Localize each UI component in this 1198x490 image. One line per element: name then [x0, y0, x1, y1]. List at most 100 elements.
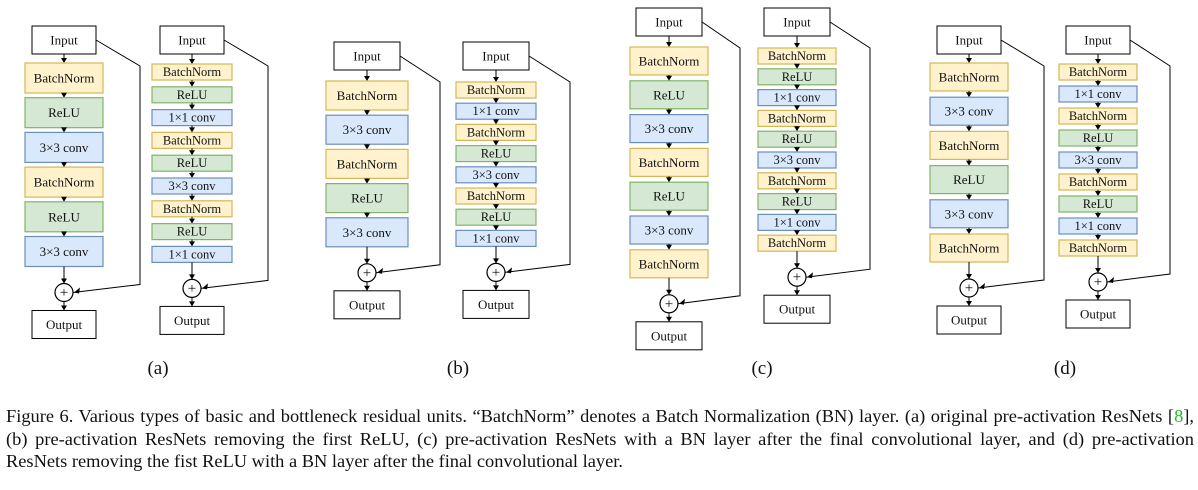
- arrow-head: [189, 59, 195, 64]
- arrow-head: [794, 188, 800, 194]
- output-box: [333, 290, 401, 320]
- output-label: Output: [951, 313, 988, 328]
- arrow-head: [1095, 295, 1101, 300]
- conv1-label: 1×1 conv: [1075, 219, 1123, 233]
- relu-label: ReLU: [177, 225, 208, 239]
- arrow-head: [1108, 277, 1114, 283]
- conv1-label: 1×1 conv: [1075, 87, 1123, 101]
- bn-layer: [629, 147, 709, 177]
- output-label: Output: [1080, 307, 1117, 322]
- arrow-head: [493, 258, 499, 264]
- arrow-head: [61, 278, 67, 284]
- bn-label: BatchNorm: [639, 155, 700, 170]
- caption-text-start: Figure 6. Various types of basic and bot…: [6, 406, 1175, 426]
- subfigure-label-b: (b): [446, 358, 470, 379]
- relu-label: ReLU: [653, 87, 685, 102]
- arrow-head: [61, 196, 67, 202]
- bn-label: BatchNorm: [34, 175, 95, 190]
- arrow-head: [1095, 147, 1101, 152]
- output-label: Output: [349, 297, 386, 312]
- relu-layer: [629, 80, 709, 110]
- bn-label: BatchNorm: [163, 133, 222, 147]
- arrow-head: [364, 258, 370, 264]
- addition-symbol: +: [965, 281, 973, 297]
- arrow-head: [1095, 213, 1101, 218]
- conv3-layer: [629, 113, 709, 144]
- input-label: Input: [482, 49, 510, 64]
- bn-label: BatchNorm: [1069, 65, 1128, 79]
- arrow-head: [189, 218, 195, 224]
- caption-text-end: ], (b) pre-activation ResNets removing t…: [6, 406, 1194, 471]
- conv1-label: 1×1 conv: [473, 231, 521, 245]
- skip-connection: [200, 39, 269, 289]
- arrow-head: [364, 110, 370, 116]
- arrow-head: [377, 267, 383, 274]
- output-label: Output: [478, 297, 515, 312]
- arrow-head: [1095, 59, 1101, 64]
- arrow-head: [1095, 169, 1101, 174]
- input-label: Input: [178, 33, 206, 48]
- arrow-head: [794, 105, 800, 111]
- bn-label: BatchNorm: [163, 65, 222, 79]
- arrow-head: [1095, 235, 1101, 240]
- subfigure-label-c: (c): [751, 358, 773, 379]
- conv1-label: 1×1 conv: [774, 91, 822, 105]
- bn-label: BatchNorm: [939, 70, 1000, 85]
- arrow-head: [966, 274, 972, 279]
- arrow-head: [493, 98, 499, 104]
- figure-caption: Figure 6. Various types of basic and bot…: [6, 405, 1194, 473]
- skip-connection: [1106, 39, 1171, 283]
- conv3-label: 3×3 conv: [645, 223, 694, 238]
- bn-layer: [24, 166, 104, 198]
- arrow-head: [364, 76, 370, 81]
- arrow-head: [966, 126, 972, 132]
- arrow-head: [794, 147, 800, 152]
- conv3-label: 3×3 conv: [169, 179, 217, 193]
- input-label: Input: [353, 49, 381, 64]
- output-label: Output: [779, 302, 816, 317]
- arrow-head: [61, 162, 67, 168]
- output-box: [635, 321, 703, 351]
- relu-label: ReLU: [1083, 131, 1114, 145]
- arrow-head: [189, 173, 195, 178]
- arrow-head: [493, 161, 499, 167]
- arrow-head: [364, 178, 370, 184]
- arrow-head: [61, 127, 67, 133]
- arrow-head: [506, 267, 512, 274]
- arrow-head: [61, 92, 67, 98]
- skip-connection: [375, 55, 441, 274]
- input-box: [333, 41, 401, 71]
- subfigure-label-d: (d): [1053, 358, 1077, 379]
- arrow-head: [493, 204, 499, 210]
- bn-label: BatchNorm: [768, 111, 827, 125]
- arrow-head: [794, 209, 800, 215]
- arrow-head: [189, 81, 195, 87]
- relu-layer: [629, 181, 709, 211]
- citation-link[interactable]: 8: [1174, 406, 1184, 426]
- arrow-head: [364, 144, 370, 150]
- arrow-head: [666, 289, 672, 295]
- bn-layer: [929, 62, 1009, 92]
- bn-layer: [629, 249, 709, 279]
- arrow-head: [666, 75, 672, 81]
- skip-connection: [677, 21, 741, 305]
- arrow-head: [493, 140, 499, 146]
- relu-layer: [24, 201, 104, 233]
- bn-layer: [24, 62, 104, 94]
- skip-connection: [504, 55, 571, 273]
- arrow-head: [794, 126, 800, 132]
- arrow-head: [493, 119, 499, 125]
- relu-label: ReLU: [177, 156, 208, 170]
- relu-label: ReLU: [653, 189, 685, 204]
- bn-layer: [325, 148, 409, 179]
- conv3-label: 3×3 conv: [473, 168, 521, 182]
- skip-connection: [977, 39, 1045, 289]
- bn-label: BatchNorm: [768, 236, 827, 250]
- arrow-head: [794, 84, 800, 90]
- relu-label: ReLU: [953, 172, 985, 187]
- arrow-head: [966, 229, 972, 234]
- arrow-head: [189, 150, 195, 156]
- skip-connection: [805, 21, 871, 278]
- arrow-head: [966, 301, 972, 306]
- input-label: Input: [50, 33, 78, 48]
